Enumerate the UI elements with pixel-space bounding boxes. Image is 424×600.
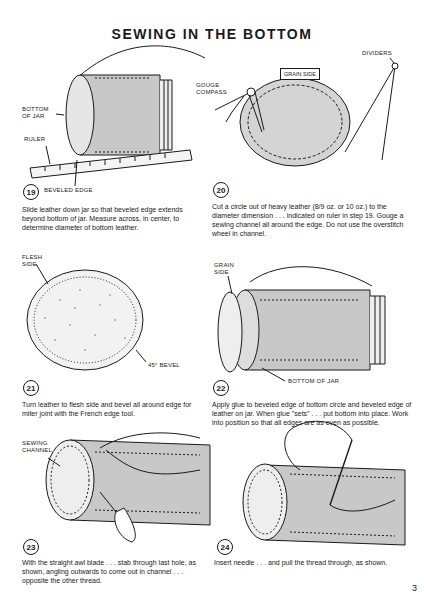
- callout-number: 19: [23, 184, 39, 200]
- node-text: 22: [217, 384, 226, 393]
- page-title: SEWING IN THE BOTTOM: [0, 26, 424, 44]
- grain-side-tag: GRAIN SIDE: [280, 68, 320, 80]
- node-text: 19: [27, 188, 36, 197]
- part-label: SEWING CHANNEL: [22, 440, 66, 454]
- part-label: FLESH SIDE: [22, 254, 50, 268]
- step-caption: Apply glue to beveled edge of bottom cir…: [212, 400, 412, 427]
- step-caption: Slide leather down jar so that beveled e…: [22, 205, 194, 232]
- callout-number: 22: [213, 380, 229, 396]
- tool-label: DIVIDERS: [362, 50, 392, 57]
- callout-number: 21: [23, 380, 39, 396]
- part-label: BEVELED EDGE: [44, 187, 93, 194]
- node-text: GRAIN SIDE: [284, 71, 316, 77]
- callout-number: 23: [23, 539, 39, 555]
- page-number: 3: [412, 583, 417, 595]
- callout-number: 24: [217, 539, 233, 555]
- node-text: 24: [221, 543, 230, 552]
- step-caption: With the straight awl blade . . . stab t…: [22, 558, 198, 585]
- callout-number: 20: [213, 182, 229, 198]
- step-caption: Cut a circle out of heavy leather (8/9 o…: [212, 202, 412, 238]
- node-text: 21: [27, 384, 36, 393]
- part-label: GRAIN SIDE: [214, 262, 244, 276]
- tool-label: GOUGE COMPASS: [196, 82, 240, 96]
- part-label: RULER: [24, 136, 45, 143]
- node-text: 23: [27, 543, 36, 552]
- step-caption: Insert needle . . . and pull the thread …: [214, 558, 410, 567]
- part-label: 45° BEVEL: [148, 362, 180, 369]
- node-text: 20: [217, 186, 226, 195]
- part-label: BOTTOM OF JAR: [22, 106, 58, 120]
- step-caption: Turn leather to flesh side and bevel all…: [22, 400, 194, 418]
- part-label: BOTTOM OF JAR: [288, 378, 339, 385]
